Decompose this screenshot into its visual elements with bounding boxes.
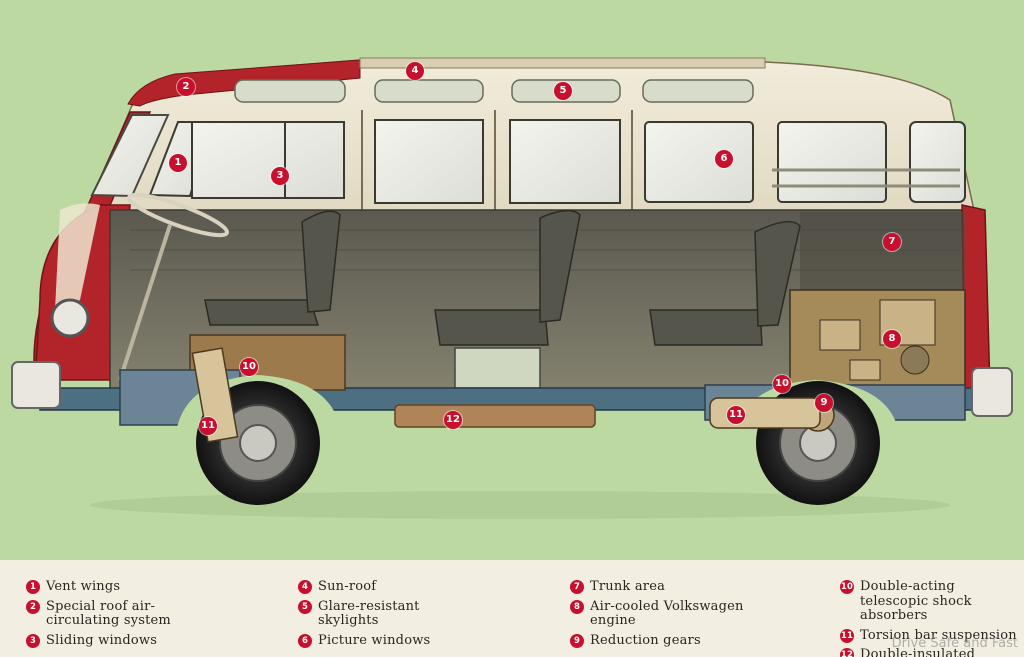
front-bumper	[11, 361, 61, 409]
headlight	[50, 298, 90, 338]
callout-marker: 4	[406, 62, 424, 80]
callout-marker: 3	[271, 167, 289, 185]
picture-window	[777, 121, 887, 203]
sliding-window	[191, 121, 345, 199]
skylight	[374, 79, 484, 103]
rear-bumper	[971, 367, 1013, 417]
callout-marker: 11	[199, 417, 217, 435]
vw-bus-cutaway-illustration: 1 2 3 4 5 6 7 8 9 10 10 11 11 12	[11, 57, 1013, 519]
callout-marker: 10	[240, 358, 258, 376]
trunk-area	[800, 212, 965, 292]
skylight	[234, 79, 346, 103]
callout-marker: 6	[715, 150, 733, 168]
skylight	[642, 79, 754, 103]
heating-duct	[394, 404, 596, 428]
watermark: Drive Safe and Fast	[891, 636, 1018, 651]
callout-marker: 2	[177, 78, 195, 96]
callout-marker: 11	[727, 406, 745, 424]
callout-marker: 5	[554, 82, 572, 100]
callout-marker: 1	[169, 154, 187, 172]
callout-marker: 7	[883, 233, 901, 251]
callout-marker: 9	[815, 394, 833, 412]
callout-marker: 12	[444, 411, 462, 429]
callout-marker: 8	[883, 330, 901, 348]
bus-cutaway-drawing	[11, 57, 1013, 519]
callout-marker: 10	[773, 375, 791, 393]
picture-window	[644, 121, 754, 203]
